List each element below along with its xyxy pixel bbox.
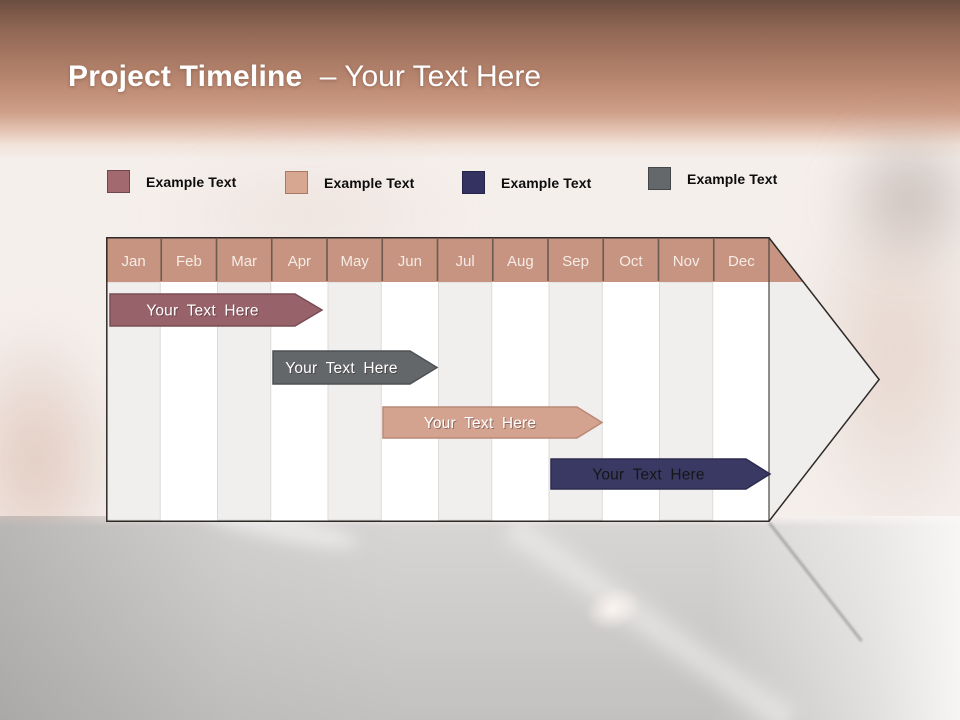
background-top-gradient — [0, 0, 960, 165]
month-label-jul: Jul — [456, 253, 475, 270]
month-label-sep: Sep — [562, 253, 589, 270]
timeline-bar-label: Your Text Here — [285, 360, 397, 377]
timeline-bar-label-shadow: Your Text Here — [147, 304, 259, 321]
timeline-chart: Jan Feb Mar Apr May Jun Jul Aug Sep Oct Nov DecYour… — [106, 237, 880, 522]
legend-label: Example Text — [146, 173, 237, 190]
month-label-feb: Feb — [176, 253, 202, 270]
timeline-bar-2 — [272, 350, 439, 385]
background-bottom-surface — [0, 516, 960, 720]
month-header-band — [106, 237, 805, 282]
legend-label: Example Text — [324, 174, 415, 191]
legend-label: Example Text — [687, 170, 778, 187]
month-label-aug: Aug — [507, 253, 534, 270]
background-bottom-highlight — [0, 516, 960, 720]
column-stripe — [327, 281, 382, 521]
month-label-oct: Oct — [619, 253, 643, 270]
legend-swatch-gray — [648, 167, 671, 190]
timeline-bar-1 — [109, 293, 324, 327]
page-title: Project Timeline – Your Text Here — [68, 60, 541, 94]
legend-item: Example Text — [285, 171, 414, 194]
month-label-jan: Jan — [122, 253, 146, 270]
title-main: Project Timeline — [68, 60, 303, 93]
timeline-bar-3 — [382, 406, 604, 439]
timeline-bar-label: Your Text Here — [424, 415, 536, 432]
month-label-apr: Apr — [288, 253, 311, 270]
legend-label: Example Text — [501, 174, 592, 191]
legend-swatch-navy — [462, 171, 485, 194]
title-suffix: – Your Text Here — [319, 60, 542, 93]
timeline-bar-label: Your Text Here — [146, 303, 258, 320]
timeline-bar-label-shadow: Your Text Here — [425, 416, 537, 433]
month-label-dec: Dec — [728, 253, 755, 270]
legend-item: Example Text — [648, 167, 777, 190]
legend-swatch-mauve — [107, 170, 130, 193]
month-label-mar: Mar — [231, 253, 257, 270]
timeline-bar-4 — [550, 458, 772, 490]
month-label-jun: Jun — [398, 253, 422, 270]
chart-outline — [106, 237, 880, 522]
month-label-may: May — [340, 253, 369, 270]
timeline-bar-label-shadow: Your Text Here — [286, 361, 398, 378]
background-blur-right-gray — [835, 115, 960, 275]
legend-item: Example Text — [462, 171, 591, 194]
legend-item: Example Text — [107, 170, 236, 193]
column-stripe — [438, 281, 493, 521]
timeline-bar-label: Your Text Here — [592, 467, 704, 484]
month-label-nov: Nov — [673, 253, 700, 270]
arrowhead-area — [769, 282, 880, 522]
legend-swatch-salmon — [285, 171, 308, 194]
